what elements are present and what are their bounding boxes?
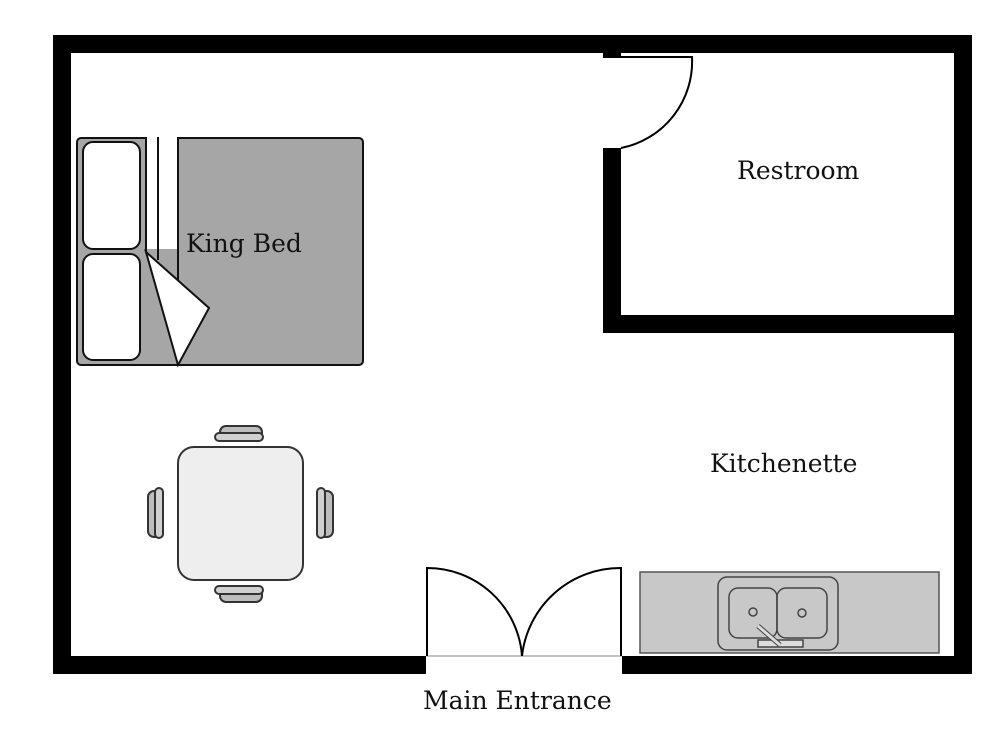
restroom-walls	[603, 53, 954, 333]
kitchen-counter	[639, 571, 940, 654]
king-bed	[76, 137, 364, 368]
pillow	[82, 253, 141, 361]
outer-walls	[53, 35, 972, 674]
restroom-door[interactable]	[620, 56, 694, 149]
king-bed-label: King Bed	[186, 229, 302, 258]
main-entrance-doors[interactable]	[426, 566, 622, 657]
restroom-label: Restroom	[737, 156, 860, 185]
folded-sheet	[144, 248, 211, 368]
kitchenette-label: Kitchenette	[710, 449, 858, 478]
chairs	[147, 425, 334, 603]
pillow	[82, 141, 141, 250]
main-entrance-label: Main Entrance	[423, 686, 612, 715]
dining-table	[147, 425, 334, 603]
sink	[717, 576, 839, 651]
